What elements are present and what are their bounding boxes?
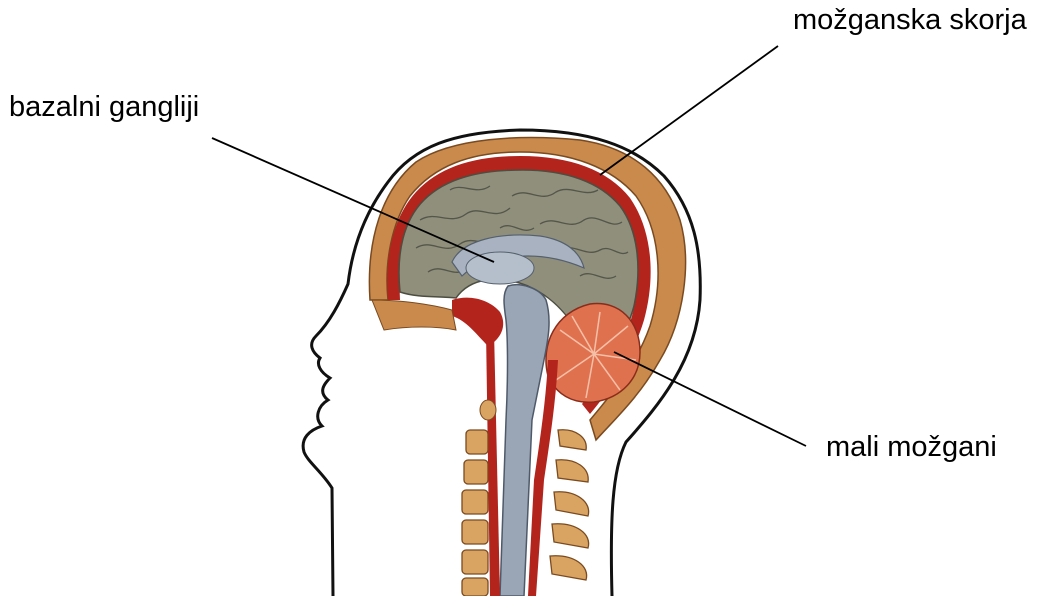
label-basal-ganglia: bazalni gangliji xyxy=(9,93,199,122)
leader-line-cerebellum xyxy=(614,352,806,446)
leader-line-cortex xyxy=(600,46,778,175)
face-bone xyxy=(372,300,456,330)
label-cerebral-cortex: možganska skorja xyxy=(793,6,1027,35)
basal-ganglia xyxy=(466,252,534,284)
label-cerebellum: mali možgani xyxy=(826,433,997,462)
nasal-sinus xyxy=(452,298,503,346)
hyoid-bone xyxy=(480,400,496,420)
